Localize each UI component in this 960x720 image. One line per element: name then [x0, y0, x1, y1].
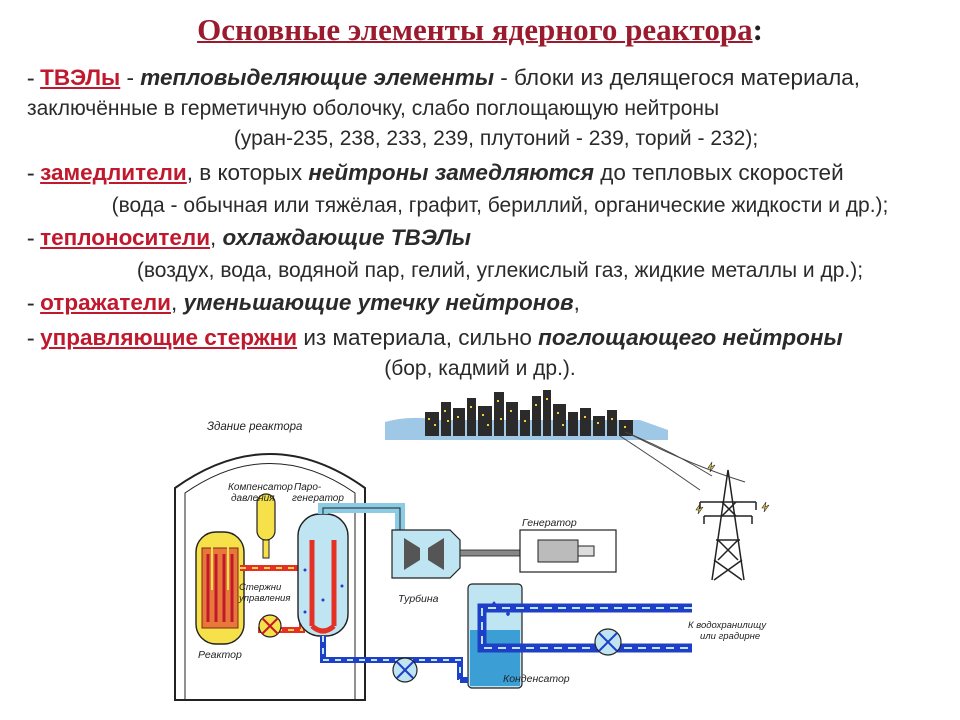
nuclear-plant-diagram: Здание реактора Компенсатор давления Сте… [174, 390, 770, 701]
coolants-dash: - [27, 225, 41, 250]
moderators-dash: - [27, 160, 41, 185]
feed-pump-icon [392, 657, 418, 683]
page-title: Основные элементы ядерного реактора: [0, 12, 960, 48]
label-rods-2: управления [238, 593, 290, 604]
control-rods-line-1: - управляющие стержни из материала, силь… [27, 326, 937, 350]
tvel-sep: - [120, 65, 141, 90]
steam-generator [297, 513, 349, 637]
moderators-line-1: - замедлители, в которых нейтроны замедл… [27, 161, 937, 185]
label-reactor: Реактор [198, 649, 242, 661]
pressurizer [256, 493, 276, 559]
moderators-line-2: (вода - обычная или тяжёлая, графит, бер… [111, 194, 889, 217]
label-steam-gen-2: генератор [292, 493, 344, 504]
tvel-line-1: - ТВЭЛы - тепловыделяющие элементы - бло… [27, 66, 937, 90]
generator [519, 529, 617, 573]
reactor-vessel [195, 531, 245, 645]
reflectors-term: отражатели [40, 290, 171, 315]
title-text: Основные элементы ядерного реактора [197, 12, 753, 47]
label-generator: Генератор [522, 517, 577, 529]
turbine [391, 529, 539, 579]
moderators-text2: до тепловых скоростей [593, 160, 844, 185]
tvel-line-3: (уран-235, 238, 233, 239, плутоний - 239… [233, 127, 759, 150]
reflectors-dash: - [27, 290, 41, 315]
coolants-term: теплоносители [40, 225, 211, 250]
cooling-pump-icon [594, 628, 622, 656]
label-pressurizer-1: Компенсатор [228, 482, 293, 493]
moderators-text1: , в которых [186, 160, 309, 185]
label-turbine: Турбина [398, 593, 439, 605]
coolants-line-2: (воздух, вода, водяной пар, гелий, углек… [136, 259, 864, 282]
label-building: Здание реактора [207, 421, 302, 433]
control-rods-emph: поглощающего нейтроны [538, 325, 843, 350]
tvel-line-2: заключённые в герметичную оболочку, слаб… [27, 97, 720, 120]
control-rods-term: управляющие стержни [40, 325, 298, 350]
coolants-line-1: - теплоносители, охлаждающие ТВЭЛы [27, 226, 937, 250]
control-rods-text1: из материала, сильно [297, 325, 539, 350]
control-rods-dash: - [27, 325, 41, 350]
label-rods-1: Стержни [239, 582, 282, 593]
title-colon: : [752, 12, 763, 47]
reflectors-text2: , [573, 290, 580, 315]
coolants-text1: , [210, 225, 223, 250]
label-steam-gen-1: Паро- [294, 482, 322, 493]
tvel-desc: - блоки из делящегося материала, [494, 65, 861, 90]
control-rods-line-2: (бор, кадмий и др.). [384, 357, 576, 380]
coolants-emph: охлаждающие ТВЭЛы [222, 225, 472, 250]
moderators-term: замедлители [40, 160, 187, 185]
coolant-pump-icon [258, 614, 282, 638]
label-condenser: Конденсатор [503, 673, 570, 685]
reflectors-line: - отражатели, уменьшающие утечку нейтрон… [27, 291, 937, 315]
tvel-dash: - [27, 65, 41, 90]
transmission-tower-icon [699, 469, 757, 581]
label-reservoir-2: или градирне [700, 631, 760, 642]
power-lines [619, 431, 746, 491]
spark-icon [695, 461, 770, 515]
reflectors-text1: , [170, 290, 184, 315]
label-reservoir-1: К водохранилищу [688, 620, 767, 631]
tvel-term: ТВЭЛы [40, 65, 121, 90]
label-pressurizer-2: давления [231, 493, 275, 504]
moderators-emph: нейтроны замедляются [308, 160, 594, 185]
city-skyline-icon [385, 390, 668, 440]
tvel-emph: тепловыделяющие элементы [140, 65, 495, 90]
reflectors-emph: уменьшающие утечку нейтронов [183, 290, 574, 315]
